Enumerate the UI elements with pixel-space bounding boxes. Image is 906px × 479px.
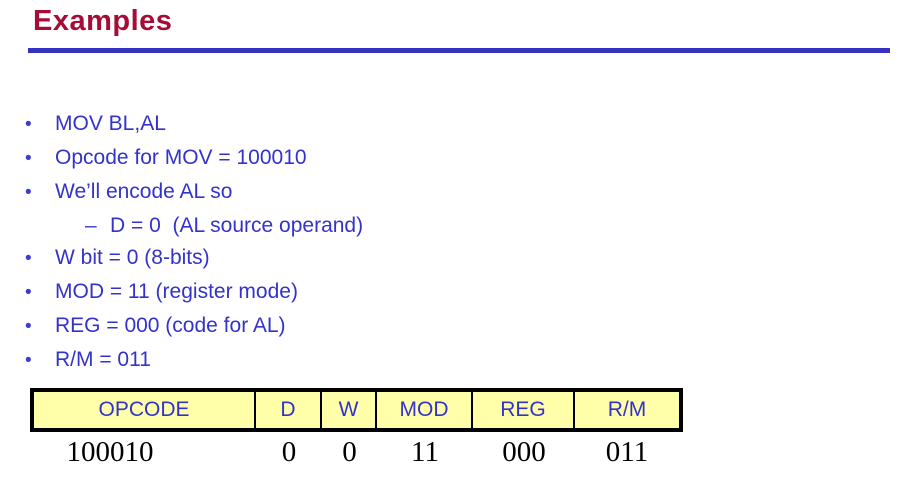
- bullet-dot-icon: •: [25, 282, 32, 303]
- sub-bullet-item: – D = 0 (AL source operand): [0, 214, 906, 246]
- value-cell-w: 0: [342, 436, 357, 468]
- table-header-cell-reg: REG: [473, 392, 575, 428]
- value-cell-reg: 000: [502, 436, 546, 468]
- sub-bullet-text: D = 0 (AL source operand): [110, 214, 364, 237]
- value-cell-d: 0: [281, 436, 297, 468]
- table-header-cell-mod: MOD: [377, 392, 473, 428]
- table-header-cell-w: W: [322, 392, 377, 428]
- bullet-item: • R/M = 011: [0, 348, 906, 382]
- table-header-cell-rm: R/M: [607, 398, 647, 421]
- value-cell-opcode: 100010: [66, 436, 154, 468]
- value-cell-rm: 011: [605, 436, 649, 468]
- bullet-dot-icon: •: [25, 114, 32, 135]
- bullet-list: • MOV BL,AL • Opcode for MOV = 100010 • …: [0, 112, 906, 382]
- bullet-text: We’ll encode AL so: [55, 180, 233, 203]
- bullet-dot-icon: •: [25, 350, 32, 371]
- bullet-item: • W bit = 0 (8-bits): [0, 246, 906, 280]
- page-title: Examples: [33, 5, 173, 37]
- bullet-item: • MOD = 11 (register mode): [0, 280, 906, 314]
- bullet-text: Opcode for MOV = 100010: [55, 146, 307, 169]
- bullet-text: R/M = 011: [55, 348, 151, 371]
- title-underline-rule: [28, 48, 890, 53]
- bullet-item: • We’ll encode AL so: [0, 180, 906, 214]
- bullet-item: • REG = 000 (code for AL): [0, 314, 906, 348]
- bullet-text: W bit = 0 (8-bits): [55, 246, 210, 269]
- instruction-encoding-table-header: OPCODE D W MOD REG R/M: [30, 388, 683, 432]
- bullet-dot-icon: •: [25, 316, 32, 337]
- table-header-cell-opcode: OPCODE: [34, 392, 256, 428]
- value-cell-mod: 11: [411, 436, 439, 468]
- bullet-text: MOD = 11 (register mode): [55, 280, 298, 303]
- instruction-encoding-values-row: 100010 0 0 11 000 011: [34, 436, 679, 469]
- bullet-text: REG = 000 (code for AL): [55, 314, 286, 337]
- dash-marker-icon: –: [85, 214, 97, 237]
- bullet-dot-icon: •: [25, 248, 32, 269]
- bullet-dot-icon: •: [25, 182, 32, 203]
- bullet-text: MOV BL,AL: [55, 112, 166, 135]
- bullet-item: • Opcode for MOV = 100010: [0, 146, 906, 180]
- bullet-dot-icon: •: [25, 148, 32, 169]
- bullet-item: • MOV BL,AL: [0, 112, 906, 146]
- table-header-cell-d: D: [256, 392, 322, 428]
